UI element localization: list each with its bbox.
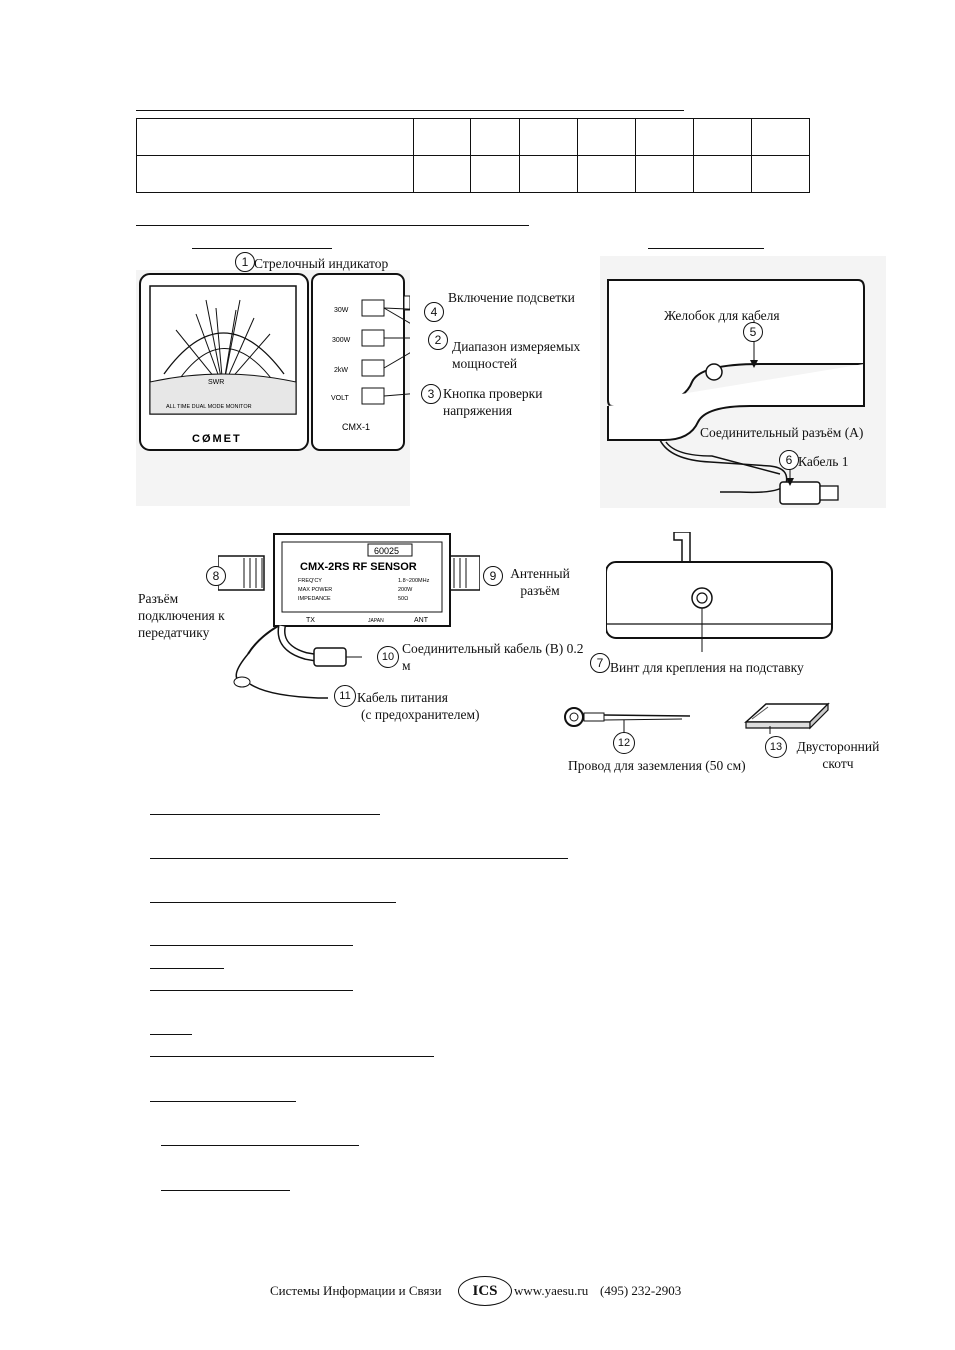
footer-phone: (495) 232-2903 [600,1283,682,1298]
callout-1: 1 [235,252,255,272]
table-row [136,155,810,193]
label-tx-connector: Разъём подключения к передатчику [138,591,225,640]
label-connector-a: Соединительный разъём (A) [700,424,864,441]
meter-stand-illustration [606,532,833,652]
table-row [136,118,810,156]
rf-sensor-illustration: 60025 CMX-2RS RF SENSOR FREQ'CY 1.8~200MH… [218,533,480,699]
svg-text:2kW: 2kW [334,367,348,374]
list-rule [150,945,353,946]
list-rule [150,1056,434,1057]
list-rule [150,1034,192,1035]
callout-2: 2 [428,330,448,350]
label-indicator: Стрелочный индикатор [254,256,389,271]
swr-label: SWR [208,379,224,386]
ant-label: ANT [414,617,429,624]
footer-site[interactable]: www.yaesu.ru [514,1283,589,1298]
sensor-spec-key: IMPEDANCE [298,596,331,602]
list-rule [150,968,224,969]
sensor-spec-rows: FREQ'CY 1.8~200MHz MAX POWER 200W IMPEDANC… [298,578,430,602]
list-rule [150,990,353,991]
callout-6: 6 [779,450,799,470]
svg-text:30W: 30W [334,307,349,314]
subheading-rule-right [648,248,764,249]
brand-logo: CØMET [192,433,242,445]
ics-logo: ICS [458,1276,512,1306]
sensor-spec-value: 50Ω [398,596,408,602]
label-ground-wire: Провод для заземления (50 см) [568,758,746,773]
label-power-cable: Кабель питания [357,690,448,705]
label-backlight: Включение подсветки [448,290,575,305]
spec-table [136,118,810,193]
callout-5: 5 [743,322,763,342]
serial-number: 60025 [374,546,399,556]
tape-illustration [744,702,830,734]
label-voltage-check: Кнопка проверки напряжения [443,386,543,418]
callout-9: 9 [483,566,503,586]
model-label: CMX-1 [342,422,370,432]
callout-3: 3 [421,384,441,404]
label-cable-groove: Желобок для кабеля [664,308,780,323]
list-rule [161,1145,359,1146]
label-mount-screw: Винт для крепления на подставку [610,660,804,675]
subheading-rule-left [192,248,332,249]
label-tape: Двусторонний скотч [796,739,880,771]
tx-label: TX [306,617,315,624]
section-rule [136,225,529,226]
callout-4: 4 [424,302,444,322]
label-range: Диапазон измеряемых мощностей [452,339,581,371]
sensor-title: CMX-2RS RF SENSOR [300,561,417,573]
svg-text:300W: 300W [332,337,351,344]
sensor-spec-value: 1.8~200MHz [398,578,430,584]
list-rule [150,902,396,903]
callout-10: 10 [377,646,399,668]
label-cable-b: Соединительный кабель (B) 0.2 м [402,641,584,673]
callout-12: 12 [613,732,635,754]
sensor-spec-value: 200W [398,587,413,593]
list-rule [150,858,568,859]
callout-8: 8 [206,566,226,586]
sensor-spec-key: FREQ'CY [298,578,322,584]
callout-13: 13 [765,736,787,758]
list-rule [150,814,380,815]
callout-11: 11 [334,685,356,707]
label-antenna-connector: Антенный разъём [510,566,570,598]
made-label: JAPAN [368,618,384,624]
label-cable1: Кабель 1 [798,454,849,469]
meter-side-illustration [600,256,886,508]
label-power-cable-fuse: (с предохранителем) [361,707,480,722]
callout-7: 7 [590,653,610,673]
ground-wire-illustration [564,707,691,736]
heading-rule [136,110,684,111]
list-rule [150,1101,296,1102]
scale-caption: ALL TIME DUAL MODE MONITOR [166,404,252,410]
footer-company: Системы Информации и Связи [270,1283,442,1298]
page-footer: Системы Информации и Связи ICS www.yaesu… [270,1276,690,1306]
svg-text:VOLT: VOLT [331,395,349,402]
sensor-spec-key: MAX POWER [298,587,332,593]
list-rule [161,1190,290,1191]
meter-front-illustration: ALL TIME DUAL MODE MONITOR SWR CØMET 30W… [136,270,410,506]
